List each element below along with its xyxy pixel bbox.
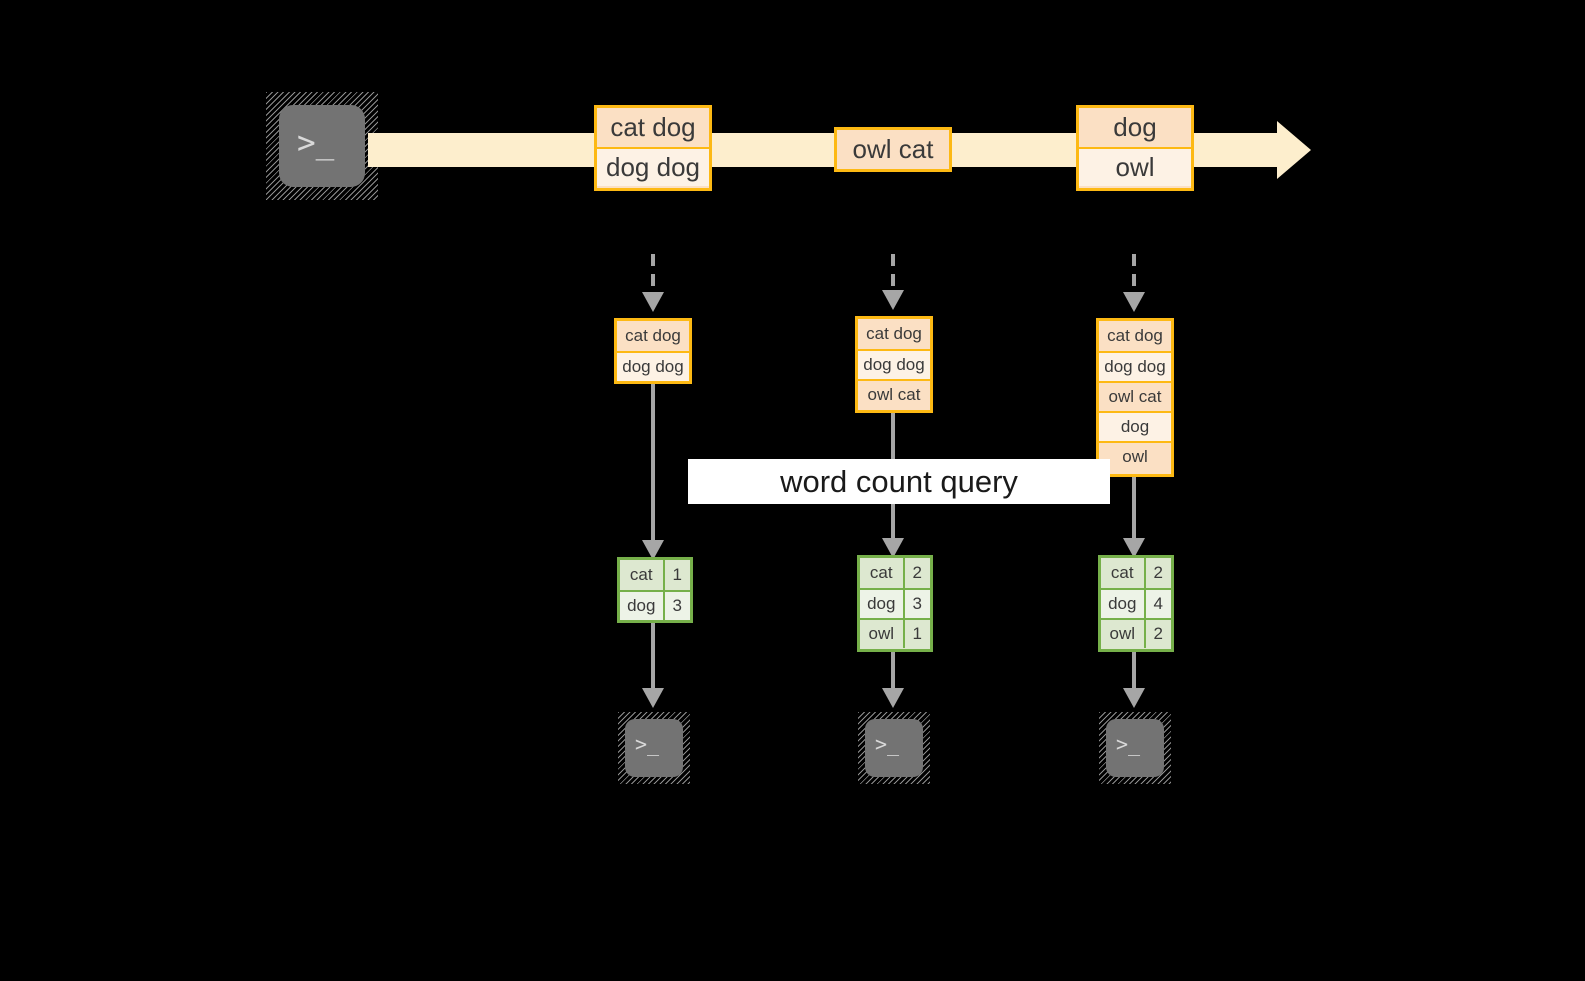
result-count: 4 bbox=[1145, 590, 1171, 618]
snapshot-3-to-sink-line bbox=[1132, 652, 1136, 693]
stream-event-box[interactable]: cat dog dog dog bbox=[594, 105, 712, 191]
snapshot-1-to-sink-line bbox=[651, 623, 655, 693]
result-count: 1 bbox=[664, 560, 690, 590]
snapshot-tap-line bbox=[891, 254, 895, 292]
snapshot-3-to-result-arrowhead bbox=[1123, 538, 1145, 558]
result-word: cat bbox=[620, 560, 665, 590]
buffer-row: dog dog bbox=[1099, 351, 1171, 381]
result-word: dog bbox=[1101, 590, 1146, 618]
sink-terminal-icon: >_ bbox=[858, 712, 930, 784]
snapshot-tap-arrowhead bbox=[1123, 292, 1145, 312]
terminal-body bbox=[1106, 719, 1164, 777]
table-row: dog 3 bbox=[860, 588, 930, 618]
buffer-row: owl bbox=[1099, 441, 1171, 471]
result-word: dog bbox=[620, 592, 665, 620]
buffer-row: cat dog bbox=[858, 319, 930, 349]
table-row: dog 4 bbox=[1101, 588, 1171, 618]
snapshot-1-buffer[interactable]: cat dog dog dog bbox=[614, 318, 692, 384]
snapshot-3-result-table[interactable]: cat 2 dog 4 owl 2 bbox=[1098, 555, 1174, 652]
terminal-prompt-text: >_ bbox=[635, 732, 660, 756]
terminal-prompt-text: >_ bbox=[875, 732, 900, 756]
stream-event-line: owl cat bbox=[837, 130, 949, 169]
query-label-band: word count query bbox=[688, 459, 1110, 504]
sink-terminal-icon: >_ bbox=[618, 712, 690, 784]
buffer-row: owl cat bbox=[1099, 381, 1171, 411]
buffer-row: dog dog bbox=[858, 349, 930, 379]
result-count: 2 bbox=[1145, 620, 1171, 648]
result-word: cat bbox=[1101, 558, 1146, 588]
result-count: 3 bbox=[664, 592, 690, 620]
snapshot-2-result-table[interactable]: cat 2 dog 3 owl 1 bbox=[857, 555, 933, 652]
snapshot-3-to-result-line bbox=[1132, 477, 1136, 554]
table-row: dog 3 bbox=[620, 590, 690, 620]
terminal-prompt-text: >_ bbox=[1116, 732, 1141, 756]
result-word: dog bbox=[860, 590, 905, 618]
snapshot-3-to-sink-arrowhead bbox=[1123, 688, 1145, 708]
snapshot-2-buffer[interactable]: cat dog dog dog owl cat bbox=[855, 316, 933, 413]
buffer-row: cat dog bbox=[1099, 321, 1171, 351]
stream-arrowhead bbox=[1277, 121, 1311, 179]
stream-event-line: dog bbox=[1079, 108, 1191, 147]
result-count: 1 bbox=[904, 620, 930, 648]
result-word: cat bbox=[860, 558, 905, 588]
result-count: 2 bbox=[904, 558, 930, 588]
snapshot-1-to-result-line bbox=[651, 384, 655, 556]
result-count: 3 bbox=[904, 590, 930, 618]
snapshot-3-buffer[interactable]: cat dog dog dog owl cat dog owl bbox=[1096, 318, 1174, 477]
table-row: owl 2 bbox=[1101, 618, 1171, 648]
stream-event-box[interactable]: owl cat bbox=[834, 127, 952, 172]
result-word: owl bbox=[860, 620, 905, 648]
stream-event-line: owl bbox=[1079, 147, 1191, 186]
snapshot-2-to-sink-line bbox=[891, 652, 895, 693]
snapshot-2-to-result-arrowhead bbox=[882, 538, 904, 558]
sink-terminal-icon: >_ bbox=[1099, 712, 1171, 784]
snapshot-1-result-table[interactable]: cat 1 dog 3 bbox=[617, 557, 693, 623]
terminal-body bbox=[279, 105, 365, 187]
table-row: owl 1 bbox=[860, 618, 930, 648]
stream-event-line: cat dog bbox=[597, 108, 709, 147]
snapshot-1-to-sink-arrowhead bbox=[642, 688, 664, 708]
table-row: cat 2 bbox=[1101, 558, 1171, 588]
snapshot-tap-line bbox=[1132, 254, 1136, 294]
snapshot-2-to-sink-arrowhead bbox=[882, 688, 904, 708]
snapshot-tap-line bbox=[651, 254, 655, 294]
source-terminal-icon: >_ bbox=[266, 92, 378, 200]
table-row: cat 2 bbox=[860, 558, 930, 588]
buffer-row: dog bbox=[1099, 411, 1171, 441]
snapshot-tap-arrowhead bbox=[642, 292, 664, 312]
result-word: owl bbox=[1101, 620, 1146, 648]
stream-event-line: dog dog bbox=[597, 147, 709, 186]
buffer-row: cat dog bbox=[617, 321, 689, 351]
buffer-row: dog dog bbox=[617, 351, 689, 381]
result-count: 2 bbox=[1145, 558, 1171, 588]
snapshot-1-to-result-arrowhead bbox=[642, 540, 664, 560]
terminal-body bbox=[865, 719, 923, 777]
table-row: cat 1 bbox=[620, 560, 690, 590]
terminal-prompt-text: >_ bbox=[297, 125, 335, 161]
snapshot-tap-arrowhead bbox=[882, 290, 904, 310]
terminal-body bbox=[625, 719, 683, 777]
buffer-row: owl cat bbox=[858, 379, 930, 409]
stream-event-box[interactable]: dog owl bbox=[1076, 105, 1194, 191]
